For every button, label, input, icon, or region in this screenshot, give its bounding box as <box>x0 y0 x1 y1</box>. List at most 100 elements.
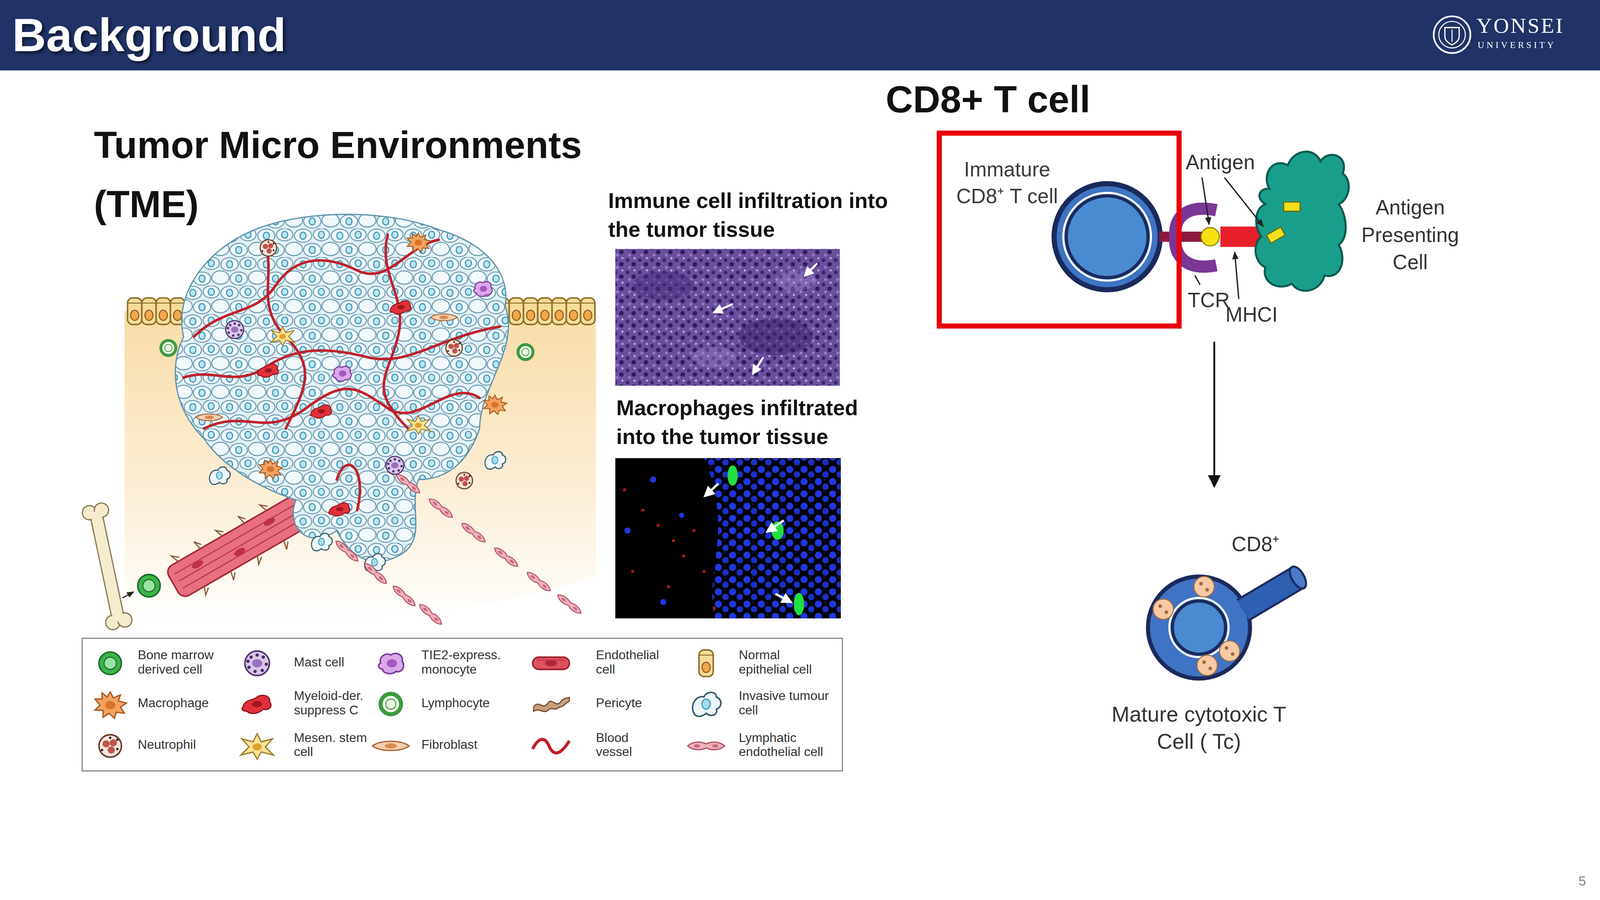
fluorescence-photo-part <box>666 585 670 589</box>
tumor-illustration-part-part <box>174 503 297 574</box>
arrow-connector <box>1213 342 1216 487</box>
t-cell-activation-drawing-part <box>1063 192 1151 281</box>
logo-wordmark: YONSEI <box>1476 13 1564 38</box>
cell-outline-part <box>1224 177 1264 227</box>
tumor-illustration-part <box>332 366 352 382</box>
tumor-illustration-part <box>195 414 223 421</box>
antigen-presenting-cell: Antigen Presenting Cell <box>1246 142 1474 306</box>
part-label: Antigen <box>1185 150 1255 175</box>
legend-icon-part <box>533 696 570 712</box>
tumor-illustration-part <box>156 298 171 325</box>
tumor-illustration-part <box>525 570 552 593</box>
t-cell-activation-drawing-part <box>1172 601 1226 655</box>
tumor-illustration-part <box>518 344 533 360</box>
legend-icon-part <box>242 695 271 714</box>
fluorescence-photo-part <box>712 606 716 610</box>
header-bar-part <box>1444 27 1460 45</box>
tumor-illustration-part <box>483 395 507 415</box>
tumor-illustration-part <box>209 466 231 485</box>
node-text: Immature CD8⁺ T cell <box>946 156 1069 210</box>
t-cell-activation-drawing-part-part <box>1208 666 1212 670</box>
legend-icon <box>530 688 572 720</box>
tumor-illustration-part <box>446 339 463 356</box>
legend-label: Macrophage <box>137 697 228 712</box>
header-bar-part <box>1451 29 1453 42</box>
legend-icon <box>236 730 278 762</box>
fluorescence-photo-part <box>641 508 645 512</box>
legend-icon <box>236 688 278 720</box>
legend-label: Blood vessel <box>596 732 662 760</box>
fluorescence-photo-part <box>692 529 696 533</box>
legend-icon <box>370 688 412 720</box>
tumor-illustration-part <box>552 298 567 325</box>
t-cell-activation-drawing-part-part <box>1153 598 1174 620</box>
legend-icon-part <box>532 739 570 753</box>
legend-icon <box>89 688 131 720</box>
fluorescence-photo-part <box>679 512 685 518</box>
he-stain-photo <box>615 248 840 386</box>
tumor-illustration-part <box>260 239 277 256</box>
legend-label: Lymphatic endothelial cell <box>738 732 833 760</box>
fluorescence-photo-part <box>705 483 719 496</box>
legend-label: Invasive tumour cell <box>738 690 833 718</box>
legend-icon <box>370 730 412 762</box>
t-cell-activation-drawing-part-part <box>1196 655 1218 676</box>
fluorescence-photo-part <box>660 598 667 605</box>
he-stain-photo-part <box>615 248 840 386</box>
t-cell-activation-drawing-part-part <box>1230 652 1235 656</box>
t-cell-activation-drawing-part-part <box>1224 646 1229 650</box>
legend-icon <box>685 730 727 762</box>
tumor-illustration-part-part <box>182 517 305 588</box>
tumor-illustration-part <box>456 472 473 489</box>
cell-outline-part <box>1283 202 1300 212</box>
tumor-illustration-part <box>328 502 350 516</box>
tumor-illustration-part <box>137 574 160 597</box>
legend-label: Neutrophil <box>137 738 228 753</box>
legend-icon-part <box>698 650 714 677</box>
t-cell-activation-drawing-part <box>1066 196 1148 278</box>
part-label: MHCI <box>1225 302 1278 327</box>
section-heading: Tumor Micro Environments (TME) <box>94 116 625 235</box>
legend-label: Mesen. stem cell <box>294 732 371 760</box>
tumor-illustration-part <box>523 298 538 325</box>
tumor-illustration-part <box>259 459 283 479</box>
legend-label: Pericyte <box>596 697 662 712</box>
tumor-illustration-part-part <box>90 510 124 623</box>
tumor-illustration-part-part <box>190 558 205 571</box>
fluorescence-photo-part <box>775 594 791 602</box>
image-caption: Immune cell infiltration into the tumor … <box>608 186 910 244</box>
fluorescence-photo <box>615 458 841 619</box>
t-cell-activation-drawing-part <box>1054 183 1160 290</box>
tumor-illustration-part <box>430 314 458 321</box>
tumor-illustration-part <box>580 298 596 325</box>
tumor-illustration-part-part <box>265 244 305 429</box>
tumor-illustration-part <box>311 533 333 551</box>
tumor-illustration-part-part <box>89 510 125 623</box>
fluorescence-photo-part <box>794 592 805 616</box>
legend-icon <box>370 648 412 679</box>
legend-icon <box>89 730 131 762</box>
node-text: Mature cytotoxic T Cell ( Tc) <box>1107 700 1291 756</box>
he-stain-photo-part <box>692 346 737 368</box>
he-stain-photo-part <box>805 263 818 276</box>
legend-icon-part <box>94 692 127 719</box>
legend-label: Normal epithelial cell <box>738 649 833 678</box>
he-stain-photo-part <box>775 270 817 291</box>
legend-icon-part <box>692 692 721 717</box>
he-stain-photo-part <box>714 304 733 312</box>
t-cell-activation-drawing-part <box>1153 576 1240 676</box>
node-text: Antigen Presenting Cell <box>1354 194 1467 277</box>
cytotoxic-t-cell: Mature cytotoxic T Cell ( Tc) <box>1107 487 1297 766</box>
he-stain-photo-part <box>738 318 813 356</box>
t-cell-activation-drawing-part <box>1242 577 1298 611</box>
legend-label: Mast cell <box>294 656 371 671</box>
tumor-illustration-part <box>334 538 360 564</box>
t-cell-activation-drawing-part-part <box>1205 588 1209 592</box>
legend-icon <box>685 648 727 679</box>
tumor-illustration-part <box>257 364 279 378</box>
fluorescence-photo-part <box>622 488 626 492</box>
legend-icon <box>89 648 131 679</box>
tumor-illustration-part <box>427 496 454 520</box>
tumor-illustration-part <box>142 298 157 325</box>
legend-icon-part <box>98 652 122 675</box>
